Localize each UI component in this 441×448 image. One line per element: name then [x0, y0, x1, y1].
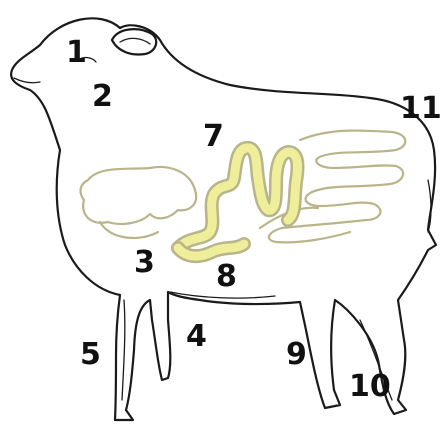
label-5: 5	[80, 340, 101, 370]
label-8: 8	[216, 262, 237, 292]
label-9: 9	[286, 340, 307, 370]
label-11: 11	[400, 94, 441, 124]
label-10: 10	[349, 372, 391, 402]
label-4: 4	[186, 322, 207, 352]
label-1: 1	[66, 38, 87, 68]
label-7: 7	[203, 122, 224, 152]
label-3: 3	[134, 248, 155, 278]
label-2: 2	[92, 82, 113, 112]
